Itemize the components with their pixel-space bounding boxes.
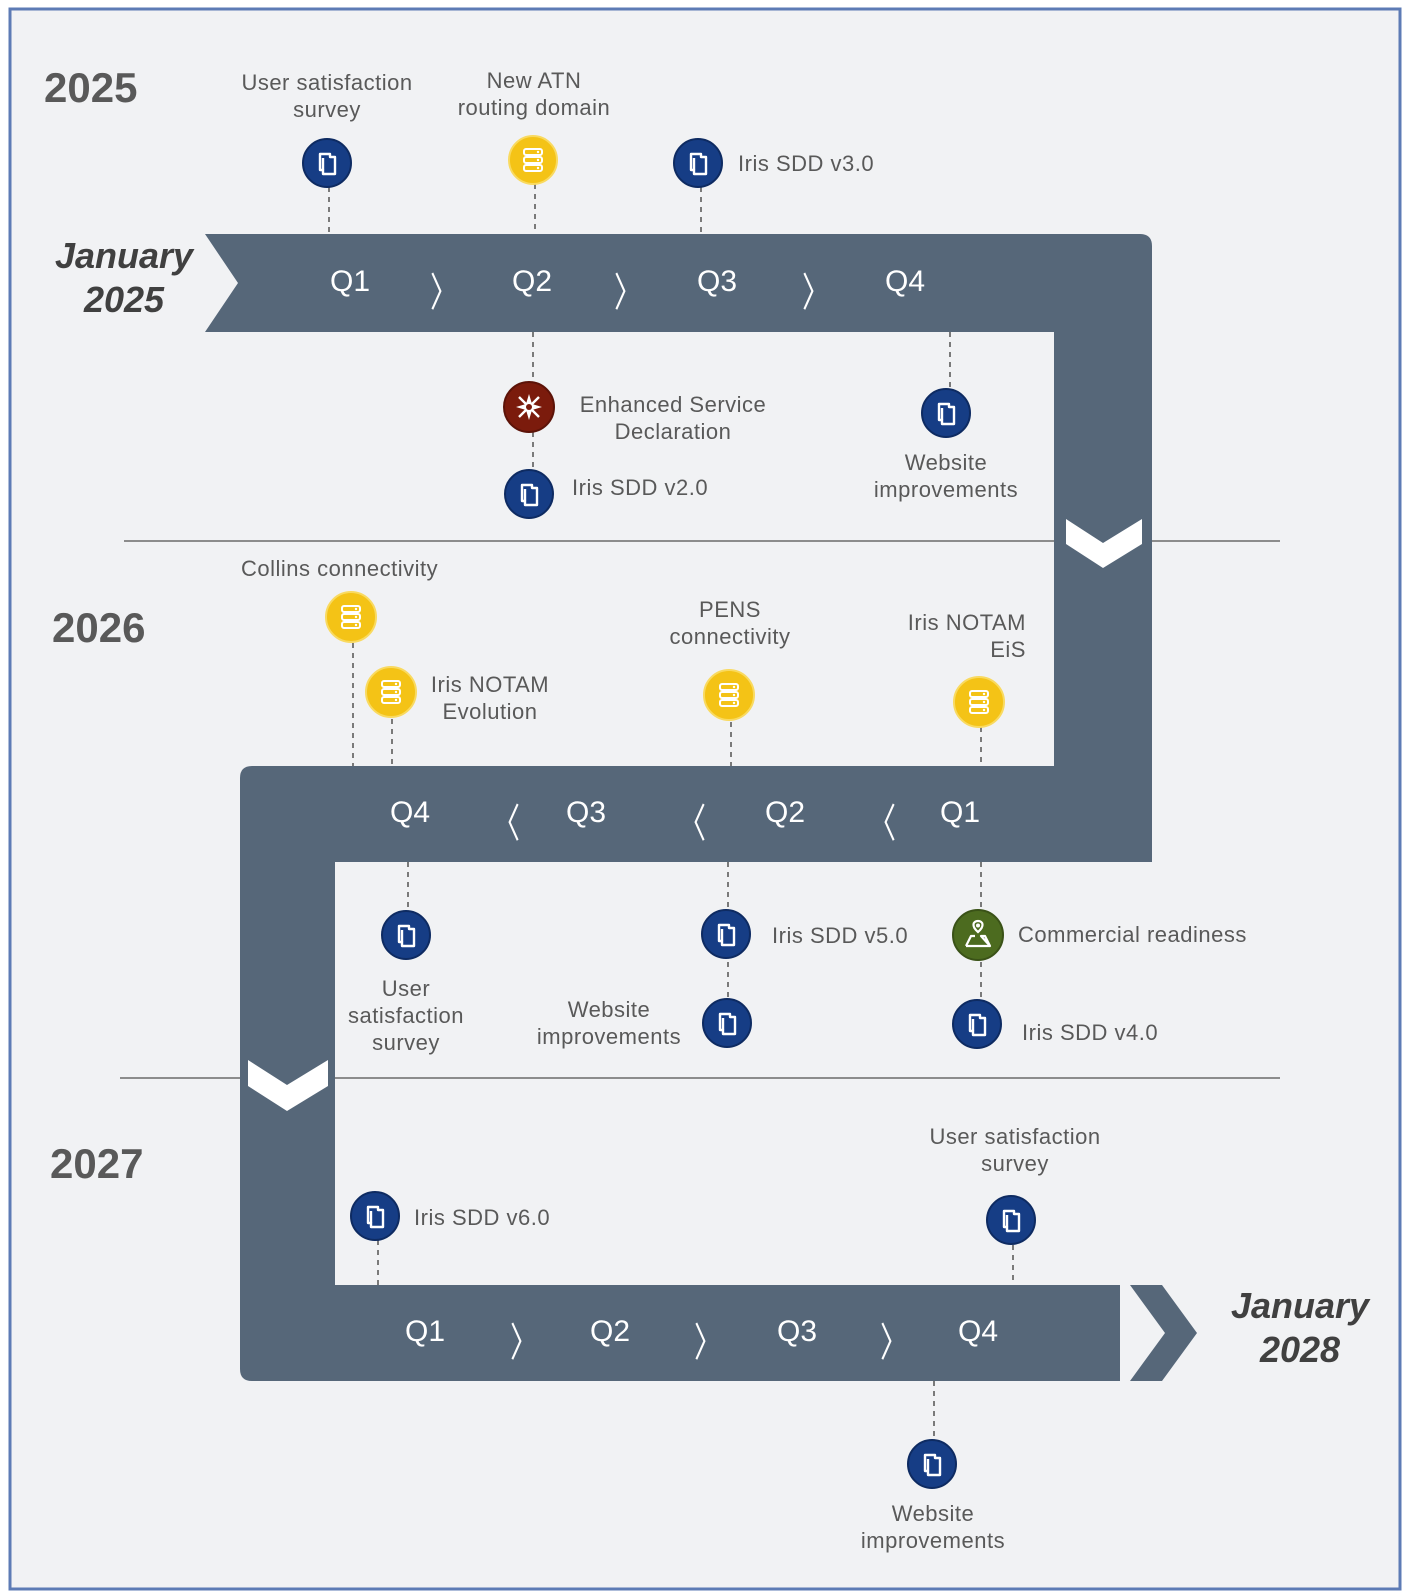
milestone-marker[interactable] bbox=[921, 388, 971, 438]
milestone-marker[interactable] bbox=[952, 909, 1004, 961]
end-month: January bbox=[1230, 1285, 1370, 1326]
milestone-label: PENS connectivity bbox=[669, 597, 791, 649]
quarter-label: Q2 bbox=[765, 796, 806, 829]
chevron-left-icon: 〈 bbox=[492, 801, 520, 847]
milestone-marker[interactable] bbox=[508, 135, 558, 185]
start-year: 2025 bbox=[83, 279, 165, 320]
quarter-label: Q1 bbox=[330, 265, 371, 298]
milestone-label: Commercial readiness bbox=[1018, 922, 1247, 947]
chevron-right-icon: 〉 bbox=[802, 270, 830, 316]
start-month: January bbox=[54, 235, 194, 276]
milestone-label: Iris NOTAM EiS bbox=[907, 610, 1026, 662]
year-label-2027: 2027 bbox=[50, 1140, 144, 1187]
milestone-label: Iris SDD v3.0 bbox=[738, 151, 875, 176]
milestone-marker[interactable] bbox=[365, 666, 417, 718]
milestone-label: Iris SDD v2.0 bbox=[572, 475, 709, 500]
quarter-label: Q1 bbox=[940, 796, 981, 829]
milestone-marker[interactable] bbox=[703, 669, 755, 721]
milestone-marker[interactable] bbox=[325, 591, 377, 643]
milestone-marker[interactable] bbox=[381, 910, 431, 960]
milestone-marker[interactable] bbox=[907, 1439, 957, 1489]
quarter-label: Q3 bbox=[777, 1315, 818, 1348]
milestone-label: New ATN routing domain bbox=[457, 68, 611, 120]
chevron-right-icon: 〉 bbox=[880, 1320, 908, 1366]
chevron-left-icon: 〈 bbox=[868, 801, 896, 847]
quarter-label: Q4 bbox=[885, 265, 926, 298]
quarter-label: Q4 bbox=[958, 1315, 999, 1348]
down-chevron-icon bbox=[248, 1060, 328, 1111]
milestone-label: Website improvements bbox=[860, 1501, 1006, 1553]
milestone-label: Iris SDD v5.0 bbox=[772, 923, 909, 948]
milestone-marker[interactable] bbox=[701, 909, 751, 959]
milestone-marker[interactable] bbox=[702, 998, 752, 1048]
end-label: January 2028 bbox=[1230, 1284, 1370, 1372]
milestone-label: User satisfaction survey bbox=[929, 1124, 1101, 1176]
milestone-marker[interactable] bbox=[503, 381, 555, 433]
milestone-label: Collins connectivity bbox=[241, 556, 439, 581]
milestone-marker[interactable] bbox=[504, 469, 554, 519]
milestone-marker[interactable] bbox=[302, 138, 352, 188]
quarter-label: Q1 bbox=[405, 1315, 446, 1348]
milestone-label: User satisfaction survey bbox=[347, 976, 465, 1055]
milestone-marker[interactable] bbox=[986, 1195, 1036, 1245]
down-chevron-icon bbox=[1066, 519, 1142, 568]
end-arrow bbox=[1130, 1285, 1197, 1381]
chevron-left-icon: 〈 bbox=[678, 801, 706, 847]
quarter-label: Q2 bbox=[590, 1315, 631, 1348]
milestone-marker[interactable] bbox=[952, 999, 1002, 1049]
milestone-label: Website improvements bbox=[536, 997, 682, 1049]
chevron-right-icon: 〉 bbox=[694, 1320, 722, 1366]
year-label-2026: 2026 bbox=[52, 604, 146, 651]
milestone-label: Iris SDD v4.0 bbox=[1022, 1020, 1159, 1045]
quarter-label: Q2 bbox=[512, 265, 553, 298]
milestone-marker[interactable] bbox=[350, 1191, 400, 1241]
milestone-marker[interactable] bbox=[953, 676, 1005, 728]
milestone-label: User satisfaction survey bbox=[241, 70, 413, 122]
quarter-label: Q4 bbox=[390, 796, 431, 829]
end-year: 2028 bbox=[1259, 1329, 1341, 1370]
milestone-label: Iris SDD v6.0 bbox=[414, 1205, 551, 1230]
timeline-band bbox=[205, 234, 1152, 1381]
chevron-right-icon: 〉 bbox=[430, 270, 458, 316]
chevron-right-icon: 〉 bbox=[510, 1320, 538, 1366]
milestone-marker[interactable] bbox=[673, 138, 723, 188]
milestone-label: Website improvements bbox=[873, 450, 1019, 502]
milestone-label: Iris NOTAM Evolution bbox=[430, 672, 550, 724]
milestone-label: Enhanced Service Declaration bbox=[579, 392, 767, 444]
chevron-right-icon: 〉 bbox=[614, 270, 642, 316]
quarter-label: Q3 bbox=[566, 796, 607, 829]
quarter-label: Q3 bbox=[697, 265, 738, 298]
start-label: January 2025 bbox=[54, 234, 194, 322]
year-label-2025: 2025 bbox=[44, 64, 138, 111]
compass-icon bbox=[514, 392, 544, 422]
